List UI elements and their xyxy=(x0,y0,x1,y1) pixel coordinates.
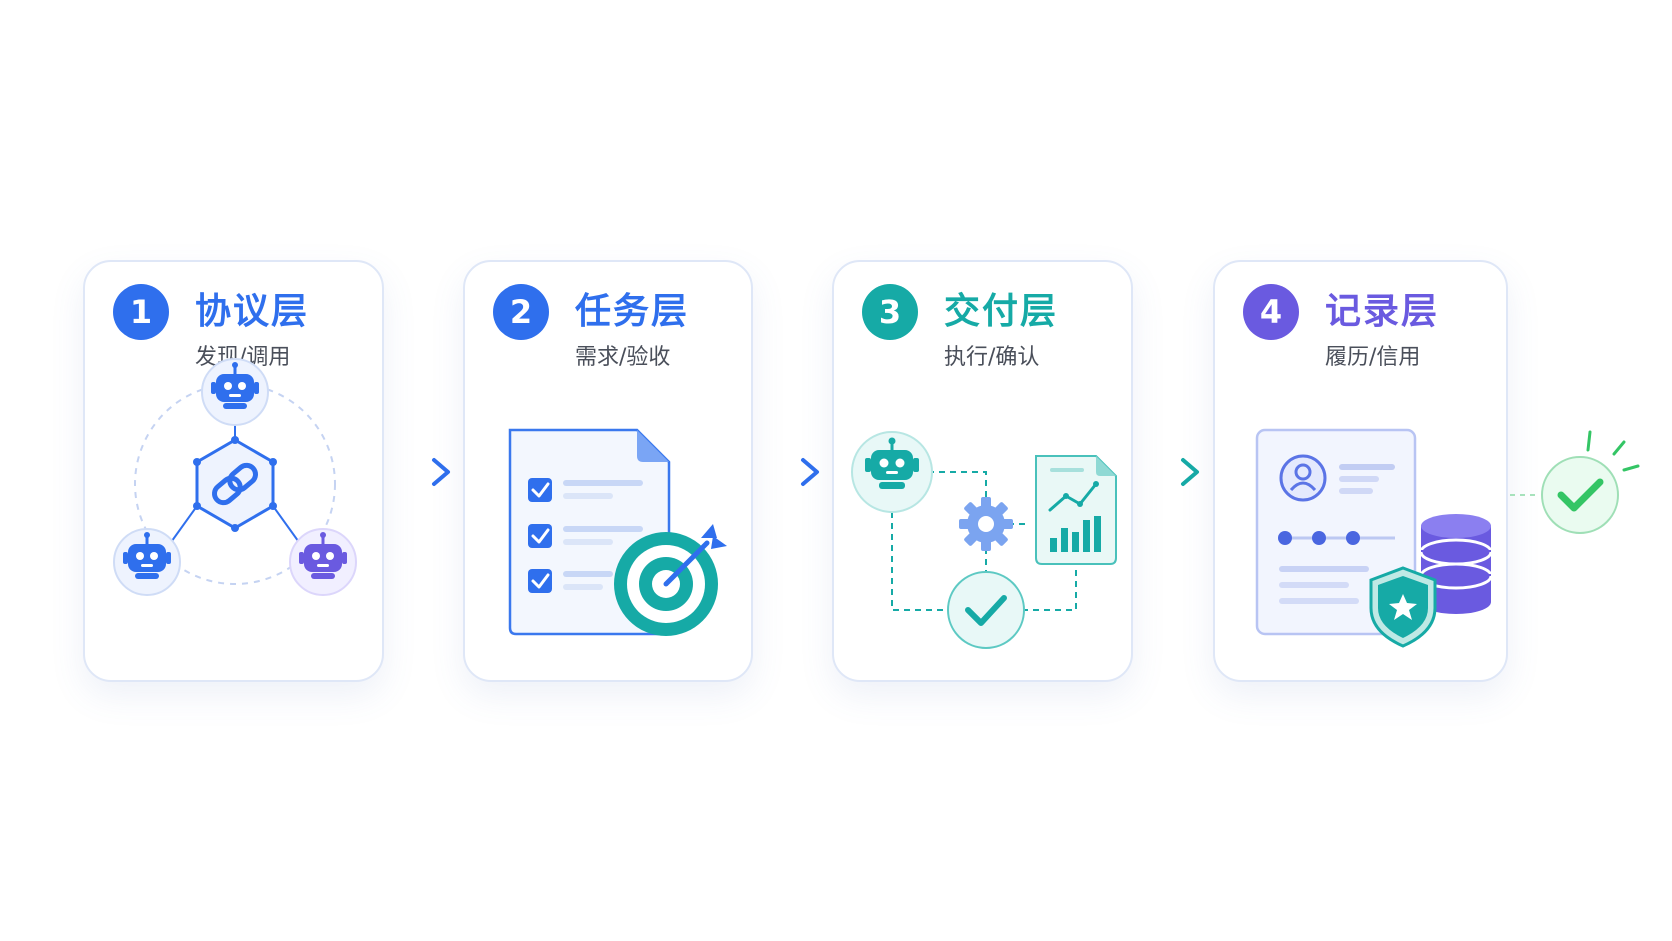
step-badge: 3 xyxy=(862,284,918,340)
layer-subtitle: 需求/验收 xyxy=(575,345,671,370)
layer-title: 交付层 xyxy=(944,291,1059,332)
delivery-illustration xyxy=(851,431,1117,649)
arrow-right-icon xyxy=(384,458,450,486)
layer-title: 记录层 xyxy=(1325,291,1440,332)
record-illustration xyxy=(1255,428,1493,648)
arrow-icon xyxy=(663,524,727,587)
step-badge: 1 xyxy=(113,284,169,340)
shield-star-icon xyxy=(1369,566,1437,648)
robot-icon xyxy=(289,528,357,596)
task-illustration xyxy=(508,428,727,636)
gear-icon xyxy=(959,497,1013,551)
network-icon xyxy=(113,358,357,596)
robot-icon xyxy=(851,431,933,513)
layer-card-delivery: 3 交付层 执行/确认 xyxy=(832,260,1133,682)
chart-document-icon xyxy=(1035,455,1117,565)
check-circle-icon xyxy=(1541,456,1619,534)
check-icon xyxy=(947,571,1025,649)
layer-card-protocol: 1 协议层 发现/调用 xyxy=(83,260,384,682)
database-icon xyxy=(1419,514,1493,614)
robot-icon xyxy=(113,528,181,596)
layer-title: 协议层 xyxy=(195,291,310,332)
step-badge: 4 xyxy=(1243,284,1299,340)
chain-link-icon xyxy=(193,436,277,532)
layer-subtitle: 执行/确认 xyxy=(944,345,1040,370)
robot-icon xyxy=(201,358,269,426)
layer-card-record: 4 记录层 履历/信用 xyxy=(1213,260,1508,682)
layer-subtitle: 履历/信用 xyxy=(1325,345,1421,370)
arrow-right-icon xyxy=(1133,458,1199,486)
final-check-illustration xyxy=(1510,430,1640,534)
step-badge: 2 xyxy=(493,284,549,340)
arrow-right-icon xyxy=(753,458,819,486)
profile-document-icon xyxy=(1255,428,1417,636)
layer-card-task: 2 任务层 需求/验收 xyxy=(463,260,753,682)
layer-title: 任务层 xyxy=(575,291,690,332)
